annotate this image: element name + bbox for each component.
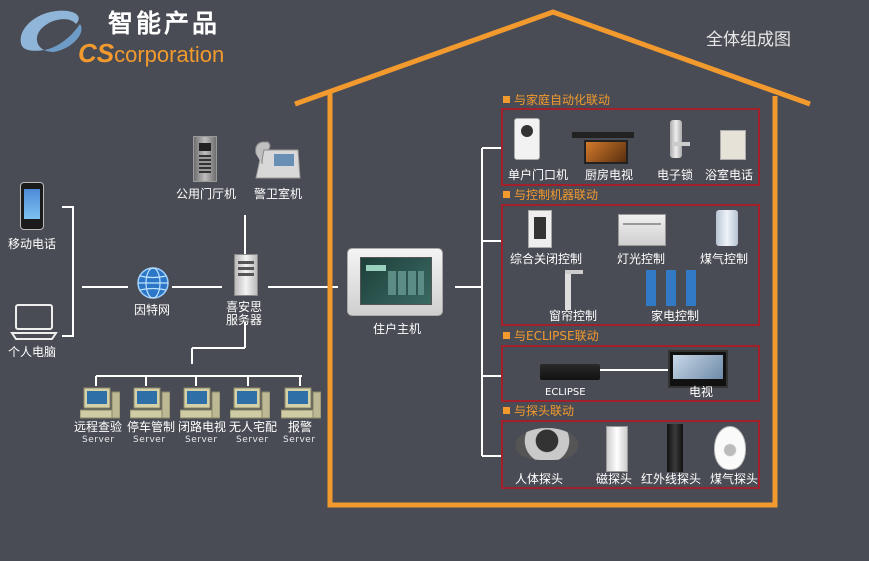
magnetic-sensor-icon — [606, 426, 628, 472]
gas-sensor-icon — [714, 426, 746, 470]
section-box-home-automation — [501, 108, 760, 186]
server-tower-icon — [234, 254, 258, 296]
tv-icon — [668, 350, 728, 388]
section-title-home-automation: 与家庭自动化联动 — [503, 94, 610, 107]
device-label: 红外线探头 — [641, 472, 702, 486]
device-label: 窗帘控制 — [549, 309, 598, 323]
server-name: 报警 — [288, 420, 313, 434]
server-sub: Server — [283, 435, 316, 445]
section-title-text: 与控制机器联动 — [514, 188, 599, 202]
device-label: 磁探头 — [596, 472, 633, 486]
infrared-sensor-icon — [667, 424, 683, 472]
main-unit-icon — [347, 248, 443, 316]
device-label: 电视 — [689, 385, 714, 399]
server-name: 停车管制 — [127, 420, 176, 434]
section-title-sensors: 与探头联动 — [503, 405, 574, 418]
brand-suffix: corporation — [114, 42, 225, 67]
gas-control-icon — [716, 210, 738, 246]
device-label: 人体探头 — [515, 472, 564, 486]
device-label: 单户门口机 — [508, 168, 569, 182]
desktop-computer-icon — [179, 387, 221, 419]
electronic-lock-icon — [670, 120, 690, 158]
desktop-computer-icon — [79, 387, 121, 419]
server-sub: Server — [185, 435, 218, 445]
light-control-icon — [618, 214, 666, 246]
section-box-eclipse — [501, 345, 760, 402]
section-title-eclipse: 与ECLIPSE联动 — [503, 330, 599, 343]
logo-icon — [20, 10, 82, 52]
main-unit-label: 住户主机 — [373, 322, 422, 336]
door-panel-label: 公用门厅机 — [176, 187, 237, 201]
server-name: 闭路电视 — [178, 420, 227, 434]
device-label: 厨房电视 — [585, 168, 634, 182]
server-sub: Server — [82, 435, 115, 445]
pc-label: 个人电脑 — [8, 345, 57, 359]
server-name: 无人宅配 — [229, 420, 278, 434]
desktop-computer-icon — [280, 387, 322, 419]
desktop-computer-icon — [229, 387, 271, 419]
device-label: 综合关闭控制 — [510, 252, 583, 266]
app-title: 智能产品 — [108, 9, 221, 38]
guard-label: 警卫室机 — [254, 187, 303, 201]
device-label: ECLIPSE — [545, 387, 586, 398]
device-label: 家电控制 — [651, 309, 700, 323]
server-item — [229, 386, 271, 420]
diagram-title: 全体组成图 — [706, 30, 791, 50]
mobile-label: 移动电话 — [8, 237, 57, 251]
section-title-controls: 与控制机器联动 — [503, 189, 598, 202]
server-label-1: 喜安思 — [226, 300, 263, 314]
smartphone-icon — [20, 182, 44, 230]
brand-prefix: CS — [78, 38, 115, 68]
section-box-sensors — [501, 420, 760, 489]
server-sub: Server — [133, 435, 166, 445]
laptop-icon — [10, 304, 58, 340]
server-name: 远程查验 — [74, 420, 123, 434]
server-item — [280, 386, 322, 420]
door-panel-icon — [193, 136, 217, 182]
globe-icon — [137, 267, 169, 299]
section-title-text: 与ECLIPSE联动 — [514, 329, 599, 343]
section-title-text: 与家庭自动化联动 — [514, 93, 611, 107]
device-label: 煤气探头 — [710, 472, 759, 486]
desktop-computer-icon — [129, 387, 171, 419]
device-label: 电子锁 — [657, 168, 694, 182]
server-sub: Server — [236, 435, 269, 445]
device-label: 浴室电话 — [705, 168, 754, 182]
motion-sensor-icon — [516, 428, 578, 460]
internet-label: 因特网 — [134, 303, 171, 317]
guard-phone-icon — [255, 141, 301, 179]
server-label-2: 服务器 — [226, 313, 263, 327]
device-label: 煤气控制 — [700, 252, 749, 266]
server-item — [79, 386, 121, 420]
device-label: 灯光控制 — [617, 252, 666, 266]
curtain-icon — [565, 270, 583, 310]
switch-panel-icon — [528, 210, 552, 248]
section-title-text: 与探头联动 — [514, 404, 575, 418]
section-box-controls — [501, 204, 760, 326]
door-camera-icon — [514, 118, 540, 160]
brand-wordmark: CScorporation — [78, 38, 224, 69]
server-item — [129, 386, 171, 420]
appliance-grid-icon — [646, 270, 702, 306]
kitchen-tv-icon — [572, 132, 634, 164]
eclipse-unit-icon — [540, 364, 600, 380]
server-item — [179, 386, 221, 420]
bath-phone-icon — [720, 130, 746, 160]
